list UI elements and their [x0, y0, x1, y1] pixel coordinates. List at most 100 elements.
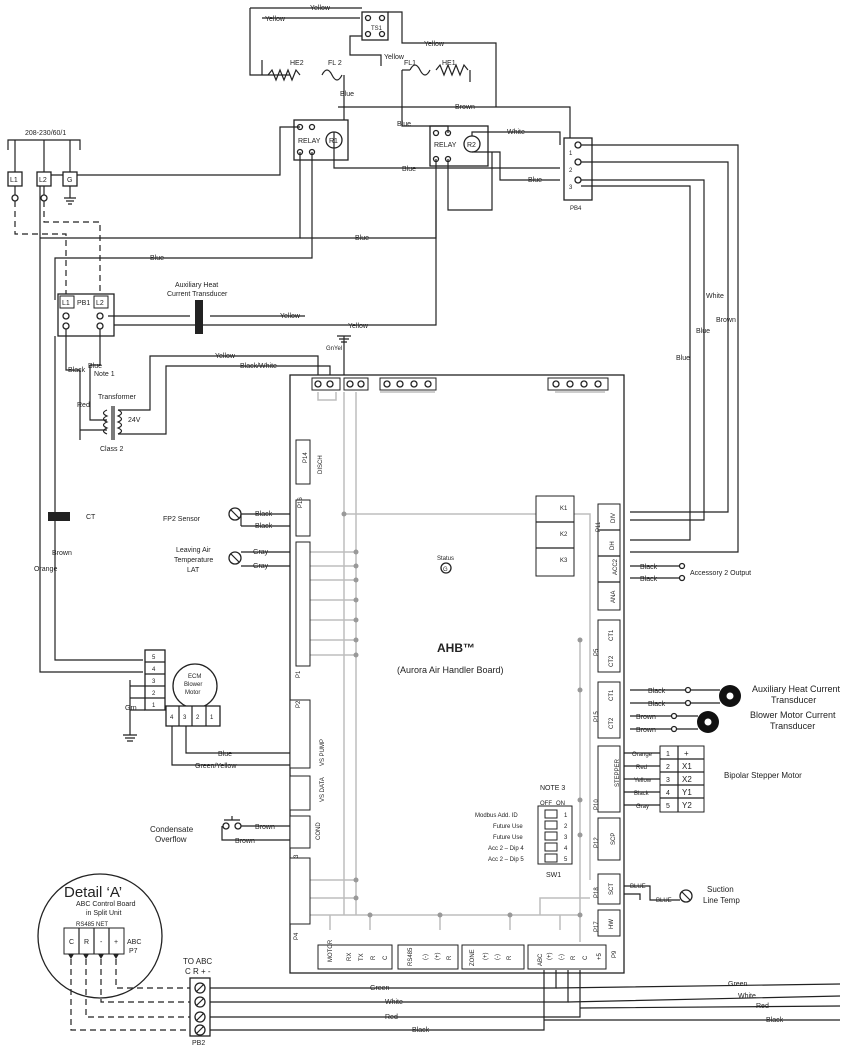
stepper-motor: Orange Red Yellow Black Gray 1 2 3 4 5 +…: [624, 745, 802, 813]
board-outline: [289, 374, 625, 974]
sw1-n5: 5: [564, 857, 568, 863]
detail-a-sub2: in Split Unit: [86, 910, 121, 917]
stepper-title: Bipolar Stepper Motor: [724, 771, 802, 780]
stepper-color-2: Red: [636, 765, 647, 771]
sw1-on: ON: [556, 801, 565, 807]
suction-label-2: Line Temp: [703, 896, 740, 905]
sw1-label-5: Acc 2 – Dip 5: [488, 857, 524, 863]
stepper-sig-2: X1: [682, 762, 692, 771]
detail-pin-r: R: [84, 939, 89, 946]
detail-pin-c: C: [69, 939, 74, 946]
wire-brown-2: Brown: [716, 317, 736, 324]
wire-blue-suction-2: BLUE: [656, 898, 672, 904]
power-supply: 208-230/60/1 L1 L2 G: [7, 130, 101, 300]
stepper-color-5: Gray: [636, 804, 649, 810]
to-abc-label: TO ABC: [183, 957, 212, 966]
wire-white-1: White: [507, 129, 525, 136]
detail-p7: P7: [129, 948, 138, 955]
zone-label: ZONE: [470, 949, 476, 966]
stepper-pin-2: 2: [666, 764, 670, 771]
left-connectors: P14 DISCH P16 P1 P2 VS PUMP VS DATA P3 C…: [289, 439, 326, 940]
relay1-label: RELAY: [298, 138, 321, 145]
ecm-label-3: Motor: [185, 690, 200, 696]
wire-black-acc-1: Black: [640, 564, 658, 571]
wire-black-3: Black: [766, 1017, 784, 1024]
detail-a: Detail ‘A’ ABC Control Board in Split Un…: [37, 873, 190, 1031]
ecm2-pin-2: 2: [196, 715, 200, 721]
wire-black-ct-1: Black: [648, 688, 666, 695]
power-supply-label: 208-230/60/1: [25, 130, 66, 137]
wire-white-3: White: [385, 999, 403, 1006]
pb4-label: PB4: [570, 206, 582, 212]
aux-heat-ct-label-2: Transducer: [771, 695, 816, 705]
pb2-label: PB2: [192, 1040, 205, 1047]
wire-blue-4: Blue: [528, 177, 542, 184]
abc-minus: (-): [559, 954, 565, 960]
acc2-output-label: Accessory 2 Output: [690, 570, 751, 577]
aux-heat-ct-label-1: Auxiliary Heat Current: [752, 684, 841, 694]
stepper-color-1: Orange: [632, 752, 653, 758]
wire-blue-suction-1: BLUE: [630, 884, 646, 890]
wire-red-1: Red: [77, 402, 90, 409]
transformer-label: Transformer: [98, 394, 137, 401]
aux-ct-label1: Auxiliary Heat: [175, 282, 218, 289]
transformer: Black Blue Red Transformer 24V Class 2 Y…: [65, 329, 331, 453]
div-label: DIV: [611, 513, 617, 523]
wire-yellow-1: Yellow: [310, 5, 331, 12]
k3-label: K3: [560, 558, 568, 564]
accessory-2-output: Black Black Accessory 2 Output: [630, 562, 751, 583]
wire-green-yellow: Green/Yellow: [195, 763, 237, 770]
status-led: [440, 562, 452, 574]
ecm2-pin-3: 3: [183, 715, 187, 721]
pb1-block: L1 PB1 L2 Auxiliary Heat Current Transdu…: [57, 282, 305, 378]
heater-section: TS1 HE2 FL 2 FL1 HE1 Blue Yellow Yellow …: [39, 5, 571, 330]
wire-black-white: Black/White: [240, 363, 277, 370]
note-1: Note 1: [94, 371, 115, 378]
transformer-class: Class 2: [100, 446, 123, 453]
wire-black-2: Black: [412, 1027, 430, 1034]
wire-gnyel: GnYel: [326, 346, 342, 352]
p14-label: P14: [303, 452, 309, 463]
sw1-dip-switch: NOTE 3 OFF ON 1 2 3 4 5 Modbus Add. ID F…: [475, 785, 573, 879]
zone-r: R: [507, 955, 513, 960]
p10-label: P10: [594, 799, 600, 810]
transformer-24v: 24V: [128, 417, 141, 424]
detail-pin-minus: -: [100, 939, 103, 946]
sct-label: SCT: [609, 883, 615, 895]
wire-blue-2: Blue: [402, 166, 416, 173]
wire-brown-cond-1: Brown: [255, 824, 275, 831]
pb2-block: TO ABC C R + - PB2 Green White Red Black…: [183, 957, 841, 1047]
detail-pin-plus: +: [114, 939, 118, 946]
top-connectors: [311, 377, 609, 391]
stepper-sig-4: Y1: [682, 788, 692, 797]
abc-plus: (+): [547, 952, 553, 960]
sw1-n2: 2: [564, 824, 568, 830]
wire-gray-lat-1: Gray: [253, 549, 269, 556]
stepper-sig-5: Y2: [682, 801, 692, 810]
g-label: G: [67, 177, 72, 184]
dh-label: DH: [610, 541, 616, 550]
lat-label-2: Temperature: [174, 557, 213, 564]
ecm-pin-5: 5: [152, 655, 156, 661]
detail-a-title: Detail ‘A’: [64, 884, 122, 901]
sw1-label-1: Modbus Add. ID: [475, 813, 518, 819]
wire-black-fp2-1: Black: [255, 511, 273, 518]
stepper-pin-5: 5: [666, 803, 670, 810]
detail-abc: ABC: [127, 939, 141, 946]
pb4-t3: 3: [569, 185, 573, 191]
cond-label: COND: [316, 822, 322, 840]
fl2-label: FL 2: [328, 60, 342, 67]
relay2-label: RELAY: [434, 142, 457, 149]
pb4-block: 1 2 3 PB4 White Blue Brown Blue: [563, 137, 739, 553]
wire-blue-9: Blue: [88, 363, 102, 370]
blower-ct-label-1: Blower Motor Current: [750, 710, 836, 720]
rs-minus: (-): [423, 954, 429, 960]
ecm2-pin-4: 4: [170, 715, 174, 721]
wire-red-2: Red: [385, 1014, 398, 1021]
vs-pump-label: VS PUMP: [320, 739, 326, 766]
wire-grn: Grn: [125, 705, 137, 712]
stepper-pin-1: 1: [666, 751, 670, 758]
scp-label: SCP: [611, 833, 617, 845]
wire-white-4: White: [738, 993, 756, 1000]
suction-line-temp: BLUE BLUE Suction Line Temp: [624, 884, 740, 905]
